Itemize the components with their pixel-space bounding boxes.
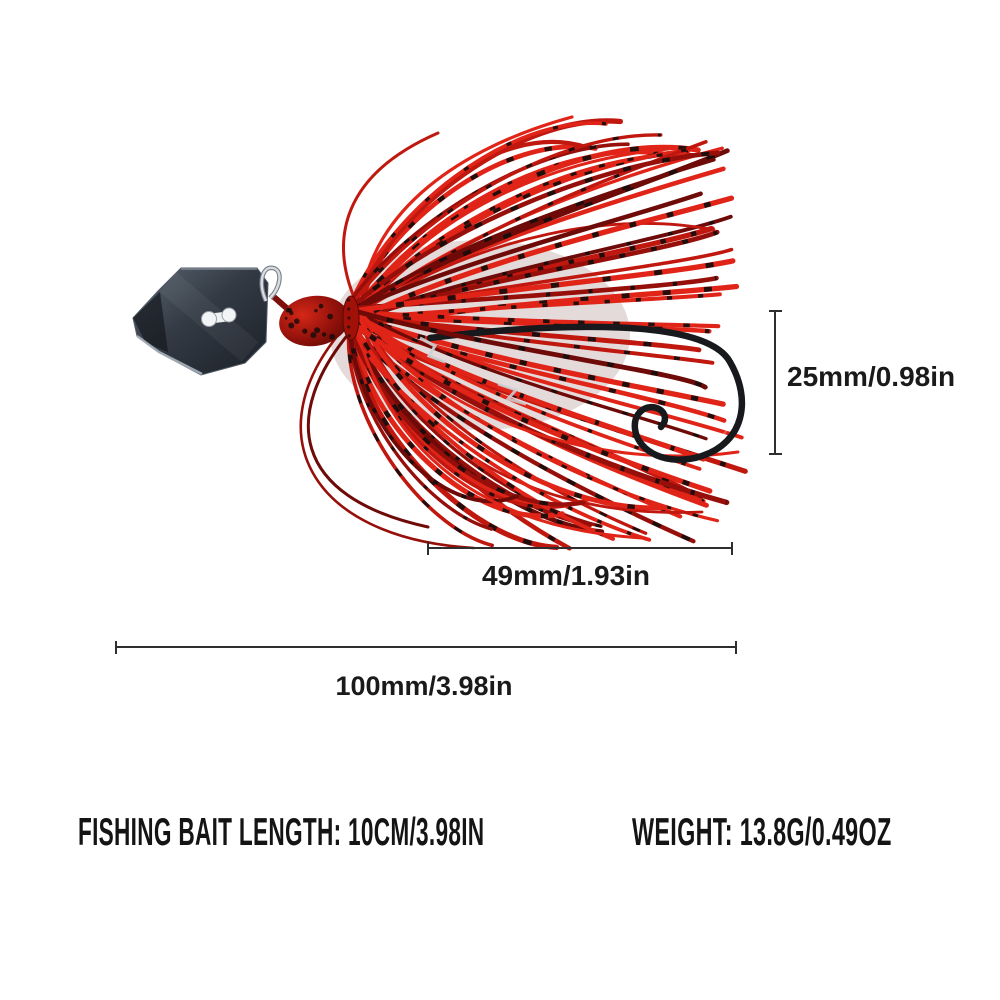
skirt-length-dimension-line <box>427 542 733 555</box>
skirt-front <box>341 118 736 542</box>
hook <box>419 323 746 463</box>
dimension-tick <box>769 453 782 455</box>
total-length-dimension-label: 100mm/3.98in <box>335 671 513 701</box>
hook-gap-dimension-label: 25mm/0.98in <box>787 361 956 392</box>
spec-weight-text: WEIGHT: 13.8G/0.49OZ <box>632 811 892 854</box>
total-length-dimension-line <box>115 641 737 654</box>
dimension-tick <box>427 542 429 555</box>
dimension-tick <box>769 310 782 312</box>
dimension-tick <box>115 641 117 654</box>
spec-length-text: FISHING BAIT LENGTH: 10CM/3.98IN <box>78 811 485 854</box>
blade-and-head <box>132 265 360 376</box>
hook-gap-dimension-line <box>769 310 782 455</box>
dimension-tick <box>731 542 733 555</box>
dimension-tick <box>735 641 737 654</box>
skirt-length-dimension-label: 49mm/1.93in <box>481 560 651 591</box>
